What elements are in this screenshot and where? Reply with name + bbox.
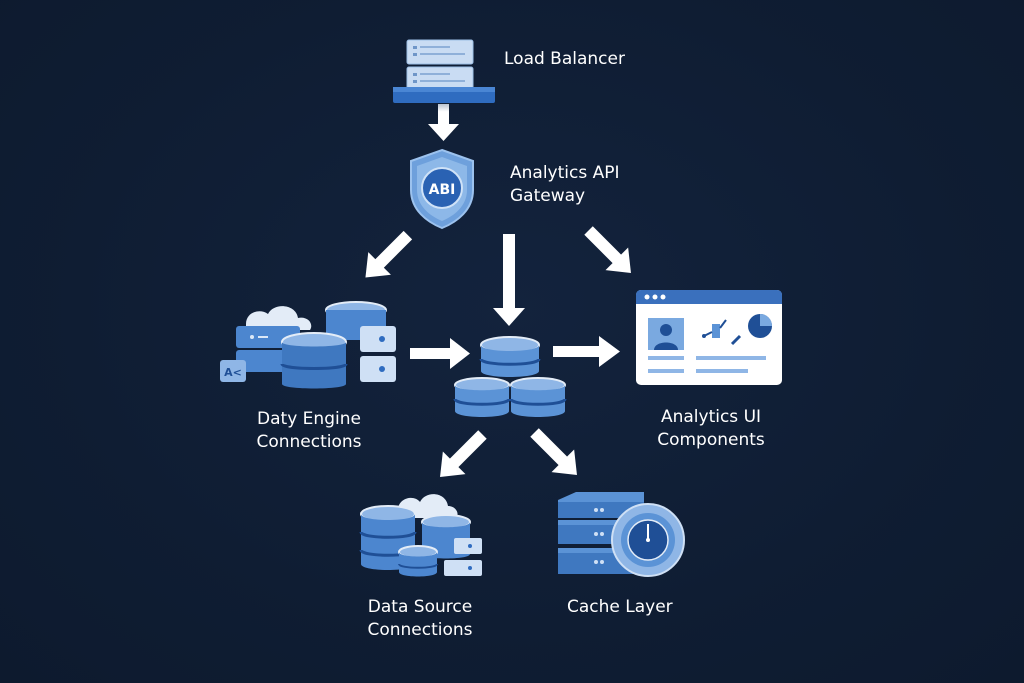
api-gateway-label: Analytics API Gateway bbox=[510, 162, 620, 208]
ui-components-label: Analytics UI Components bbox=[638, 406, 784, 452]
ui-components-label-line1: Analytics UI bbox=[660, 407, 762, 427]
arrow-gateway-to-engine bbox=[365, 230, 413, 278]
database-cloud-icon bbox=[359, 494, 482, 577]
arrow-engine-to-store bbox=[410, 338, 470, 369]
engine-badge-text: A< bbox=[224, 366, 242, 379]
browser-window-icon bbox=[636, 290, 782, 385]
db-top bbox=[479, 336, 541, 377]
server-stack-icon bbox=[393, 39, 495, 103]
db-bottom-right bbox=[509, 377, 567, 417]
api-gateway-label-line2: Gateway bbox=[510, 186, 586, 206]
data-sources-label-line2: Connections bbox=[367, 620, 473, 640]
query-engine-label: Daty Engine Connections bbox=[236, 408, 382, 454]
arrow-loadbalancer-to-gateway bbox=[428, 104, 459, 141]
cache-layer-label: Cache Layer bbox=[567, 597, 673, 617]
data-sources-label: Data Source Connections bbox=[346, 596, 494, 642]
db-bottom-left bbox=[453, 377, 511, 417]
query-engine-label-line2: Connections bbox=[256, 432, 362, 452]
ui-components-label-line2: Components bbox=[657, 430, 765, 450]
arrow-gateway-to-ui bbox=[584, 226, 631, 273]
server-clock-icon bbox=[558, 492, 685, 577]
arrow-store-to-ui bbox=[553, 336, 620, 367]
arrow-gateway-to-store bbox=[493, 234, 525, 326]
gateway-badge-text: ABI bbox=[429, 182, 456, 198]
query-engine-label-line1: Daty Engine bbox=[257, 409, 361, 429]
load-balancer-label: Load Balancer bbox=[504, 49, 625, 69]
arrow-store-to-datasources bbox=[440, 430, 487, 477]
database-stack-icon bbox=[453, 336, 567, 417]
data-sources-label-line1: Data Source bbox=[367, 597, 473, 617]
api-gateway-label-line1: Analytics API bbox=[510, 163, 620, 183]
arrow-store-to-cache bbox=[530, 428, 577, 475]
database-cluster-icon: A< bbox=[220, 301, 396, 389]
shield-icon: ABI bbox=[410, 148, 474, 230]
